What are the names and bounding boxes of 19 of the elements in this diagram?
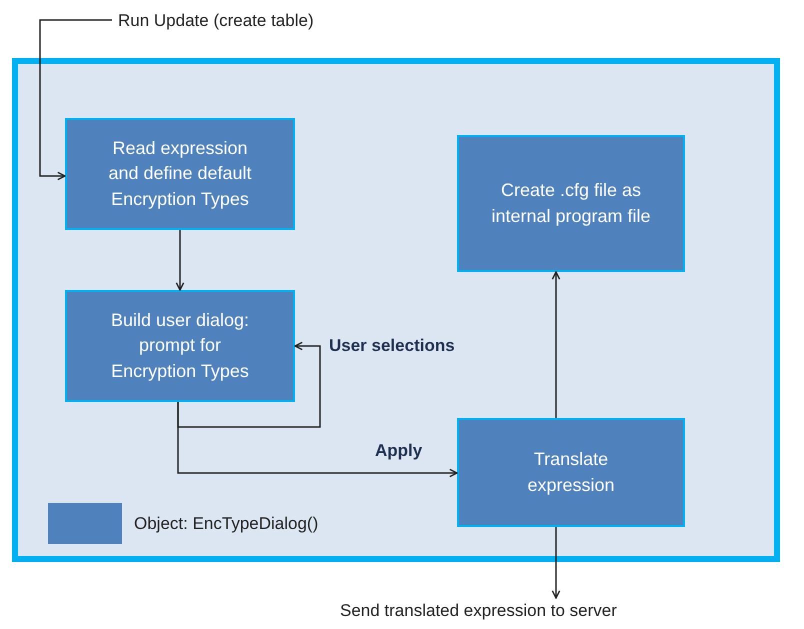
arrow <box>39 19 112 180</box>
object-container <box>12 58 780 562</box>
process-box <box>457 135 685 272</box>
box-text: Read expression and define default Encryption Types <box>107 137 253 211</box>
arrow <box>552 527 560 599</box>
process-box <box>457 418 685 527</box>
note-text: Run Update (create table) <box>118 6 314 36</box>
process-box <box>65 118 295 230</box>
arrow <box>176 230 184 291</box>
box-text: Translate expression <box>526 448 616 497</box>
box-text: Create .cfg file as internal program file <box>490 179 652 228</box>
process-box <box>65 290 295 402</box>
box-text: Build user dialog: prompt for Encryption Types <box>110 309 250 383</box>
arrow <box>177 342 321 428</box>
arrow <box>177 402 458 478</box>
edge-label: Apply <box>373 441 424 461</box>
note-text: Send translated expression to server <box>340 596 617 626</box>
arrow <box>552 271 560 418</box>
legend-text: Object: EncTypeDialog() <box>134 514 318 534</box>
